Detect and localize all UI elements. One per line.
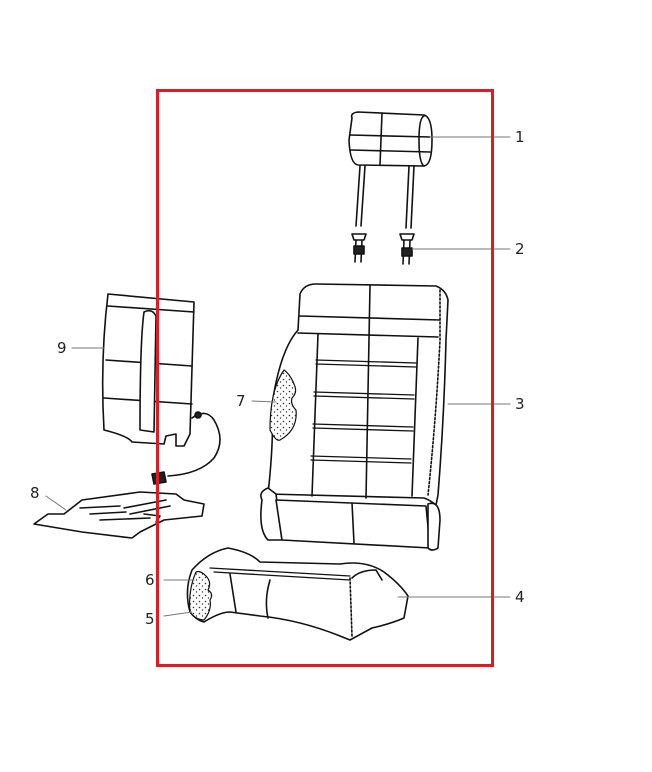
heater-mat-back-drawing	[101, 293, 221, 485]
callout-3[interactable]: 3	[515, 395, 525, 413]
callout-6[interactable]: 6	[145, 571, 155, 589]
seat-back-drawing	[260, 283, 449, 551]
callout-2[interactable]: 2	[515, 240, 525, 258]
callout-7[interactable]: 7	[236, 392, 246, 410]
seat-back-foam-drawing	[269, 369, 297, 441]
callout-1[interactable]: 1	[515, 128, 525, 146]
headrest-drawing	[348, 111, 433, 229]
callout-9[interactable]: 9	[57, 339, 67, 357]
highlight-box	[156, 89, 494, 667]
callout-4[interactable]: 4	[515, 588, 525, 606]
callout-8[interactable]: 8	[30, 484, 40, 502]
seat-cushion-drawing	[186, 547, 409, 641]
headrest-guides-drawing	[351, 233, 415, 265]
callout-5[interactable]: 5	[145, 610, 155, 628]
